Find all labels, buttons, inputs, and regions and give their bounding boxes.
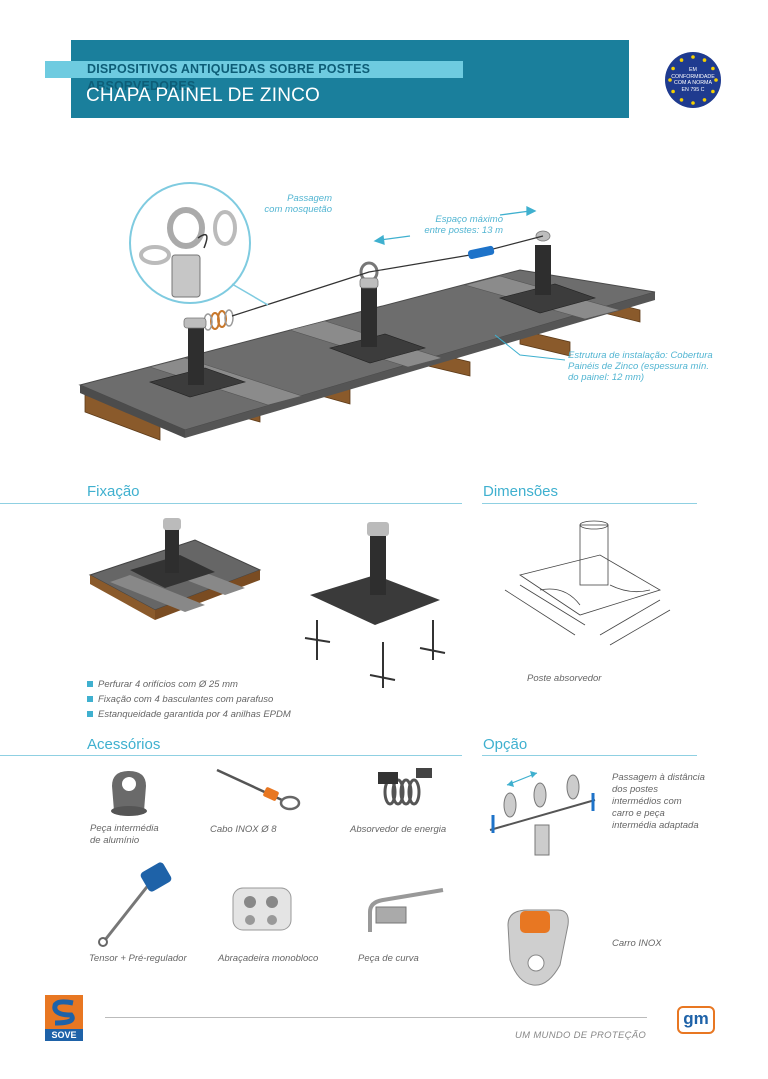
accessory-caption-6: Peça de curva — [358, 953, 419, 964]
fixacao-bullet-text: Perfurar 4 orifícios com Ø 25 mm — [98, 679, 238, 690]
eu-star-icon — [671, 66, 675, 71]
dimensoes-divider — [482, 503, 697, 504]
header-title: CHAPA PAINEL DE ZINCO — [86, 85, 321, 106]
annotation-estrutura-line-2: Painéis de Zinco (espessura mín. — [568, 361, 709, 372]
badge-line-3: COM A NORMA — [674, 80, 712, 86]
absorvedor-energia-image — [378, 768, 432, 806]
badge-line-1: EM — [689, 67, 697, 73]
annotation-passagem: Passagem com mosquetão — [264, 193, 332, 215]
sove-s-logo-icon — [45, 995, 83, 1029]
eu-star-icon — [702, 98, 707, 102]
eu-star-icon — [691, 55, 695, 59]
annotation-estrutura-line-3: do painel: 12 mm) — [568, 372, 645, 383]
badge-line-4: EN 795 C — [681, 86, 705, 93]
accessory-caption-5: Abraçadeira monobloco — [218, 953, 319, 964]
opcao-caption-1-line-4: carro e peça — [612, 808, 665, 819]
opcao-caption-2: Carro INOX — [612, 938, 662, 949]
eu-star-icon — [679, 98, 684, 102]
accessory-caption-2: Cabo INOX Ø 8 — [210, 824, 277, 835]
eu-stars-icon — [668, 55, 718, 105]
dimensoes-caption: Poste absorvedor — [527, 673, 602, 684]
fixacao-mounted-illustration — [88, 518, 262, 620]
eu-star-icon — [714, 78, 718, 82]
carro-inox-image — [507, 909, 569, 986]
fixacao-divider — [0, 503, 462, 504]
bullet-square-icon — [87, 696, 93, 703]
opcao-caption-1-line-2: dos postes — [612, 784, 658, 795]
fixacao-bullet: Perfurar 4 orifícios com Ø 25 mm — [87, 677, 291, 692]
eu-star-icon — [679, 58, 684, 62]
footer-tagline: UM MUNDO DE PROTEÇÃO — [515, 1030, 647, 1041]
fixacao-bullet: Estanqueidade garantida por 4 anilhas EP… — [87, 707, 291, 722]
abracadeira-monobloco-image — [232, 887, 292, 931]
peca-intermedia-image — [111, 771, 147, 816]
fixacao-exploded-illustration — [304, 522, 446, 688]
fixacao-bullet-text: Estanqueidade garantida por 4 anilhas EP… — [98, 709, 291, 720]
section-title-acessorios: Acessórios — [87, 736, 161, 753]
annotation-estrutura: Estrutura de instalação: Cobertura Painé… — [568, 350, 713, 383]
en795-conformity-badge: EM CONFORMIDADE COM A NORMA EN 795 C — [665, 52, 721, 108]
sove-logo: SOVE — [45, 995, 83, 1041]
section-title-fixacao: Fixação — [87, 483, 140, 500]
badge-line-2: CONFORMIDADE — [671, 73, 715, 80]
tensor-pre-regulador-image — [98, 862, 172, 947]
gm-logo: gm — [677, 1006, 715, 1034]
opcao-divider — [482, 755, 697, 756]
cabo-inox-image — [216, 768, 301, 811]
header-banner — [71, 40, 629, 118]
fixacao-bullets: Perfurar 4 orifícios com Ø 25 mm Fixação… — [87, 677, 291, 722]
annotation-passagem-line-2: com mosquetão — [264, 204, 332, 215]
annotation-estrutura-line-1: Estrutura de instalação: Cobertura — [568, 350, 713, 361]
footer-divider — [105, 1017, 647, 1018]
annotation-espaco-line-1: Espaço máximo — [435, 214, 503, 225]
opcao-passagem-image — [489, 771, 596, 856]
accessory-caption-1-line-2: de alumínio — [90, 835, 140, 846]
opcao-caption-1-line-1: Passagem à distância — [612, 772, 705, 783]
annotation-passagem-line-1: Passagem — [287, 193, 332, 204]
fixacao-bullet: Fixação com 4 basculantes com parafuso — [87, 692, 291, 707]
header-subtitle: DISPOSITIVOS ANTIQUEDAS SOBRE POSTES ABS… — [45, 61, 463, 93]
accessory-caption-4: Tensor + Pré-regulador — [89, 953, 187, 964]
accessory-caption-1-line-1: Peça intermédia — [90, 823, 159, 834]
eu-star-icon — [702, 58, 707, 62]
section-title-dimensoes: Dimensões — [483, 483, 559, 500]
eu-star-icon — [711, 89, 715, 94]
hero-installation-illustration — [78, 182, 656, 441]
opcao-caption-1-line-5: intermédia adaptada — [612, 820, 699, 831]
eu-star-icon — [691, 101, 695, 105]
section-title-opcao: Opção — [483, 736, 528, 753]
fixacao-bullet-text: Fixação com 4 basculantes com parafuso — [98, 694, 274, 705]
bullet-square-icon — [87, 681, 93, 688]
accessory-caption-3: Absorvedor de energia — [350, 824, 447, 835]
sove-logo-text: SOVE — [45, 1029, 83, 1041]
annotation-espaco: Espaço máximo entre postes: 13 m — [411, 214, 503, 236]
peca-curva-image — [368, 888, 444, 932]
dimensoes-technical-drawing — [504, 520, 671, 646]
eu-star-icon — [668, 78, 672, 82]
eu-star-icon — [671, 89, 675, 94]
annotation-espaco-line-2: entre postes: 13 m — [424, 225, 503, 236]
acessorios-divider — [0, 755, 462, 756]
accessory-caption-1: Peça intermédia de alumínio — [90, 823, 159, 847]
eu-star-icon — [711, 66, 715, 71]
opcao-caption-1: Passagem à distância dos postes interméd… — [612, 772, 705, 832]
gm-logo-text: gm — [683, 1009, 709, 1028]
opcao-caption-1-line-3: intermédios com — [612, 796, 682, 807]
bullet-square-icon — [87, 711, 93, 718]
